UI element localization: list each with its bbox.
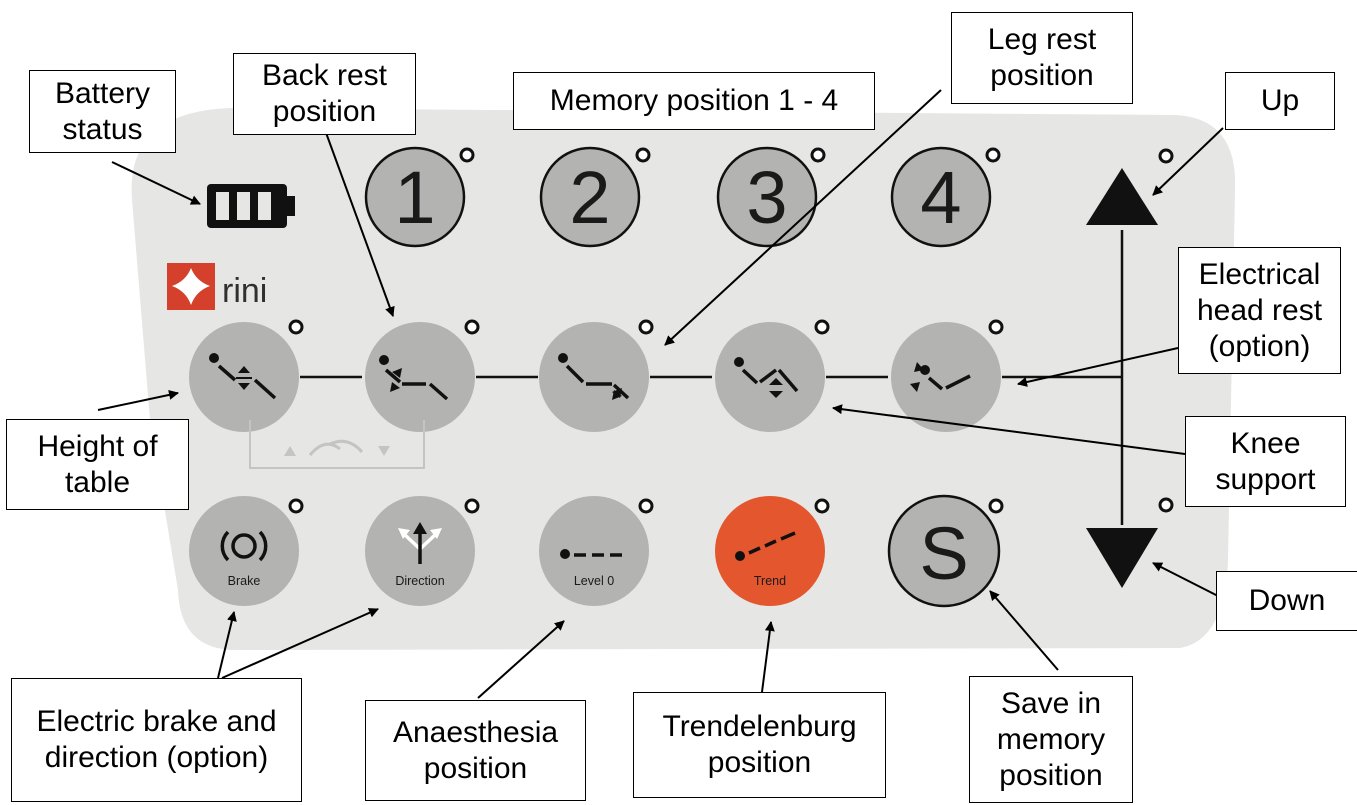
level-zero-label: Level 0	[574, 574, 614, 588]
down-button[interactable]	[1086, 497, 1174, 588]
up-arrow-icon	[1086, 168, 1158, 225]
level-zero-icon	[560, 549, 622, 559]
electrical-head-rest-button[interactable]	[891, 319, 1004, 432]
back-rest-icon	[379, 355, 449, 401]
up-indicator-led	[1158, 148, 1174, 164]
callout-leg-rest-position: Leg rest position	[951, 12, 1133, 104]
memory-button-1[interactable]: 1	[364, 146, 475, 248]
brake-icon	[220, 530, 268, 562]
memory-button-4[interactable]: 4	[890, 146, 1001, 248]
callout-battery-status: Battery status	[29, 70, 176, 153]
brake-button[interactable]: Brake	[189, 496, 304, 606]
memory-button-1-label: 1	[394, 156, 435, 239]
callout-trendelenburg-position: Trendelenburg position	[633, 692, 886, 798]
callout-memory-position: Memory position 1 - 4	[513, 72, 875, 130]
head-rest-indicator-led	[988, 319, 1004, 335]
trend-label: Trend	[754, 574, 786, 588]
direction-arrows-icon	[398, 522, 442, 564]
trend-button[interactable]: Trend	[715, 496, 830, 606]
trend-icon	[735, 531, 796, 561]
callout-electric-brake-direction: Electric brake and direction (option)	[11, 678, 302, 802]
memory-3-indicator-led	[810, 147, 826, 163]
brand-text: rini	[222, 272, 267, 310]
callout-anaesthesia-position: Anaesthesia position	[365, 700, 586, 801]
brake-indicator-led	[288, 498, 304, 514]
knee-support-icon	[734, 357, 799, 398]
save-button-label: S	[919, 512, 968, 595]
leg-rest-icon	[558, 353, 630, 400]
memory-button-4-label: 4	[920, 156, 961, 239]
callout-height-of-table: Height of table	[6, 419, 189, 510]
brake-label: Brake	[228, 574, 261, 588]
battery-status-icon	[207, 184, 295, 228]
button-connector-lines	[300, 230, 1124, 525]
save-button[interactable]: S	[887, 494, 1004, 608]
callout-down: Down	[1216, 571, 1357, 631]
level-zero-indicator-led	[638, 498, 654, 514]
memory-1-indicator-led	[459, 147, 475, 163]
level-zero-button[interactable]: Level 0	[539, 496, 654, 606]
memory-button-3[interactable]: 3	[716, 146, 826, 248]
callout-electrical-head-rest: Electrical head rest (option)	[1178, 247, 1341, 374]
back-rest-button[interactable]	[365, 319, 480, 432]
callout-up: Up	[1225, 72, 1335, 130]
callout-pointer-arrows	[97, 89, 1224, 699]
direction-indicator-led	[464, 498, 480, 514]
callout-knee-support: Knee support	[1185, 416, 1346, 507]
knee-support-button[interactable]	[715, 319, 830, 432]
trend-indicator-led	[814, 498, 830, 514]
callout-save-in-memory: Save in memory position	[969, 676, 1133, 803]
down-arrow-icon	[1086, 528, 1158, 588]
height-indicator-led	[288, 319, 304, 335]
memory-4-indicator-led	[985, 147, 1001, 163]
brake-direction-option-bracket	[249, 420, 425, 469]
knee-indicator-led	[814, 319, 830, 335]
memory-button-3-label: 3	[746, 156, 787, 239]
memory-button-2[interactable]: 2	[539, 146, 651, 248]
memory-2-indicator-led	[635, 147, 651, 163]
down-indicator-led	[1158, 497, 1174, 513]
head-rest-icon	[910, 362, 971, 392]
memory-button-2-label: 2	[569, 156, 610, 239]
up-button[interactable]	[1086, 148, 1174, 225]
height-of-table-button[interactable]	[189, 319, 304, 432]
table-height-icon	[209, 353, 277, 400]
back-rest-indicator-led	[464, 319, 480, 335]
brand-logo: rini	[167, 263, 267, 310]
callout-back-rest-position: Back rest position	[233, 53, 416, 135]
direction-label: Direction	[395, 574, 444, 588]
save-indicator-led	[988, 498, 1004, 514]
direction-button[interactable]: Direction	[365, 496, 480, 606]
leg-rest-indicator-led	[638, 319, 654, 335]
leg-rest-button[interactable]	[539, 319, 654, 432]
